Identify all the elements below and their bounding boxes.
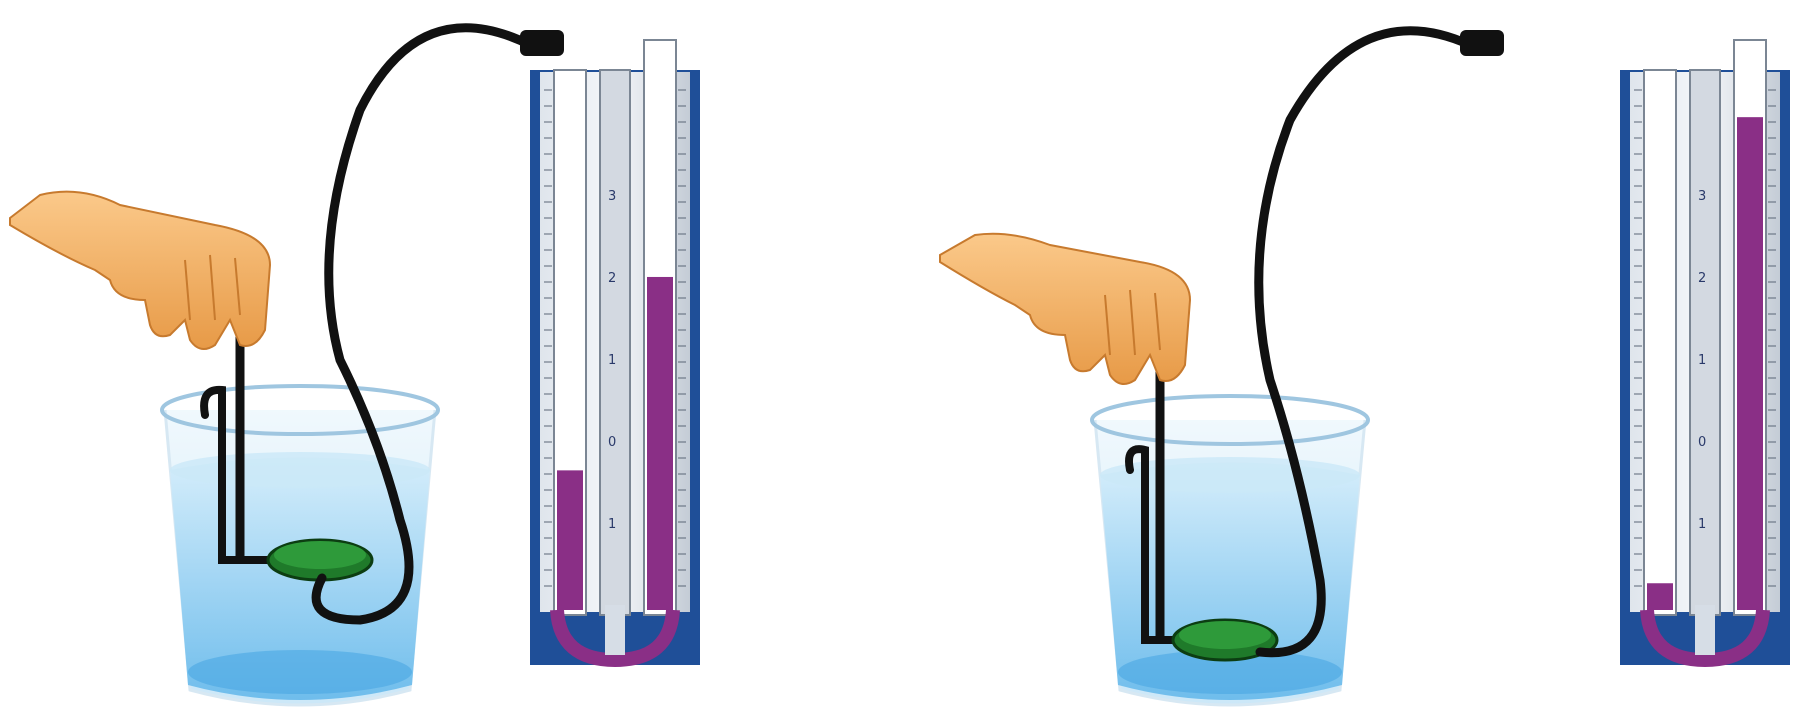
left-liquid-column [557, 470, 583, 610]
panel-shallow: 3 2 1 0 1 [10, 28, 700, 705]
manometer: 3 2 1 0 1 [1620, 40, 1790, 665]
scale-label: 1 [608, 353, 616, 368]
right-liquid-column [1737, 117, 1763, 610]
scale-label: 3 [1698, 189, 1706, 204]
scale-label: 2 [1698, 271, 1706, 286]
left-tube [1644, 70, 1676, 615]
scale-label: 1 [1698, 517, 1706, 532]
tube-connector [520, 30, 564, 56]
scale-label: 1 [1698, 353, 1706, 368]
scale-strip [1690, 70, 1720, 615]
scale-label: 0 [1698, 435, 1706, 450]
scale-label: 0 [608, 435, 616, 450]
scale-label: 1 [608, 517, 616, 532]
scale-label: 2 [608, 271, 616, 286]
hand-icon [940, 234, 1190, 384]
scale-strip [600, 70, 630, 615]
scale-label: 3 [608, 189, 616, 204]
manometer: 3 2 1 0 1 [530, 40, 700, 665]
left-liquid-column [1647, 583, 1673, 610]
tube-connector [1460, 30, 1504, 56]
right-liquid-column [647, 277, 673, 610]
panel-deep: 3 2 1 0 1 [940, 30, 1790, 705]
hand-icon [10, 192, 270, 349]
